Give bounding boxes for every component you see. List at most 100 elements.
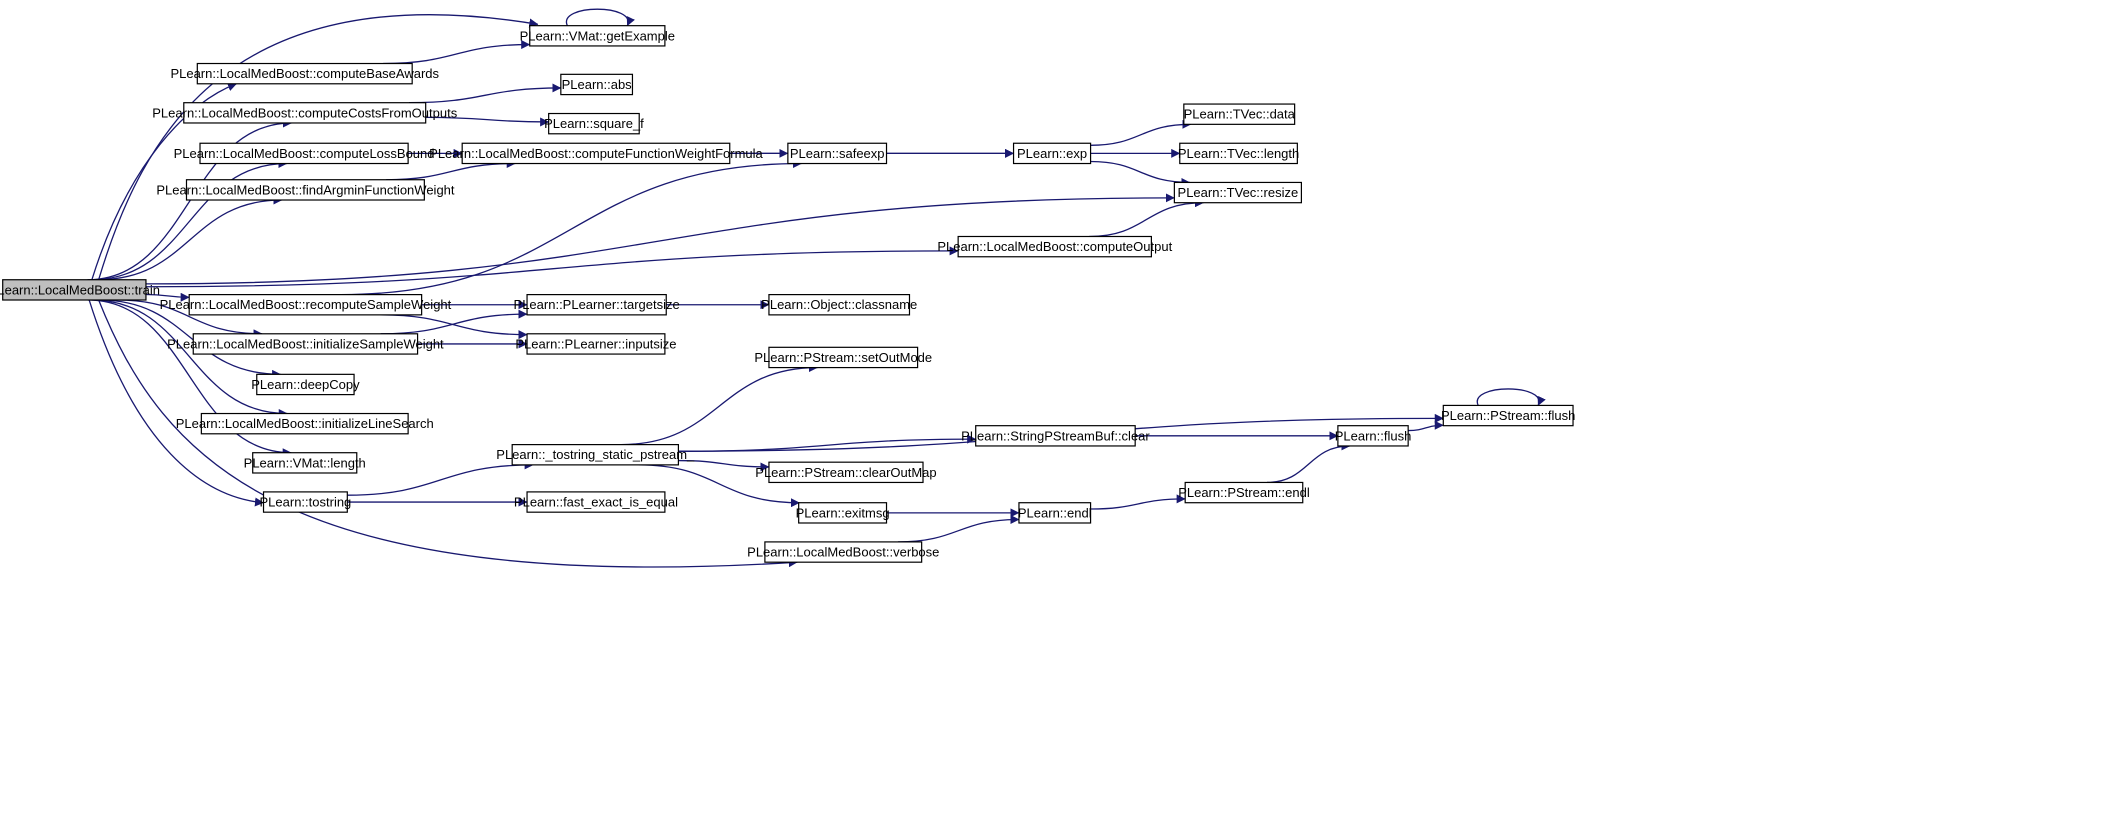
node-label: PLearn::PStream::endl: [1178, 485, 1310, 500]
node-box: [798, 502, 888, 524]
node-box: [1184, 481, 1304, 504]
node-box: [526, 294, 667, 316]
edge-train-to-deepCopy: [99, 299, 282, 379]
edge-recomputeSampleWeight-to-safeexp: [341, 159, 803, 296]
node-abs[interactable]: PLearn::abs: [560, 73, 634, 96]
edge-PStream_endl-to-flush: [1267, 441, 1351, 484]
node-deepCopy[interactable]: PLearn::deepCopy: [251, 373, 360, 396]
node-safeexp[interactable]: PLearn::safeexp: [787, 142, 888, 165]
node-VMat-length[interactable]: PLearn::VMat::length: [244, 452, 366, 474]
edges-layer: [87, 8, 1546, 568]
node-label: PLearn::abs: [562, 77, 633, 92]
node-exitmsg[interactable]: PLearn::exitmsg: [796, 502, 890, 524]
edge-tostring_static_pstream-to-exitmsg: [638, 464, 800, 508]
node-box: [1173, 181, 1302, 204]
node-box: [1018, 502, 1092, 524]
node-box: [183, 102, 427, 124]
node-TVec-length[interactable]: PLearn::TVec::length: [1178, 142, 1299, 165]
edge-train-to-initializeSampleWeight: [117, 299, 263, 339]
node-tostring[interactable]: PLearn::tostring: [260, 491, 352, 513]
edge-exp-to-TVec_data: [1090, 119, 1192, 146]
edge-train-to-computeCostsFromOutputs: [87, 118, 292, 281]
edge-verbose-to-endl: [897, 514, 1020, 543]
node-box: [200, 412, 409, 435]
edge-computeCostsFromOutputs-to-abs: [408, 83, 562, 104]
node-box: [511, 444, 680, 466]
node-endl[interactable]: PLearn::endl: [1018, 502, 1092, 524]
node-square-f[interactable]: PLearn::square_f: [544, 112, 644, 135]
node-fast-exact-is-equal[interactable]: PLearn::fast_exact_is_equal: [514, 491, 678, 513]
node-box: [196, 62, 413, 85]
node-box: [526, 491, 666, 513]
edge-computeOutput-to-TVec_resize: [1089, 198, 1204, 238]
edge-tostring_static_pstream-to-StringPStreamBuf_clear: [678, 434, 977, 452]
node-computeCostsFromOutputs[interactable]: PLearn::LocalMedBoost::computeCostsFromO…: [152, 102, 458, 124]
node-exp[interactable]: PLearn::exp: [1012, 142, 1092, 165]
node-label: PLearn::LocalMedBoost::computeLossBound: [174, 146, 435, 161]
node-initializeLineSearch[interactable]: PLearn::LocalMedBoost::initializeLineSea…: [176, 412, 434, 435]
node-box: [262, 491, 348, 513]
node-label: PLearn::PStream::flush: [1441, 408, 1575, 423]
node-recomputeSampleWeight[interactable]: PLearn::LocalMedBoost::recomputeSampleWe…: [160, 294, 452, 316]
node-box: [461, 142, 731, 165]
edge-getExample-to-getExample: [565, 8, 635, 27]
edge-exp-to-TVec_resize: [1090, 160, 1191, 187]
node-inputsize[interactable]: PLearn::PLearner::inputsize: [515, 333, 677, 355]
node-tostring-static-pstream[interactable]: PLearn::_tostring_static_pstream_: [496, 444, 695, 466]
node-label: PLearn::tostring: [260, 495, 352, 510]
edge-computeBaseAwards-to-getExample: [383, 40, 531, 65]
node-box: [1337, 425, 1409, 447]
node-box: [768, 461, 924, 484]
edge-tostring_static_pstream-to-setOutMode: [621, 363, 818, 446]
node-TVec-resize[interactable]: PLearn::TVec::resize: [1173, 181, 1302, 204]
node-setOutMode[interactable]: PLearn::PStream::setOutMode: [754, 346, 932, 369]
node-PStream-flush[interactable]: PLearn::PStream::flush: [1441, 404, 1575, 427]
node-box: [975, 425, 1136, 447]
node-label: PLearn::LocalMedBoost::recomputeSampleWe…: [160, 297, 452, 312]
edge-findArgminFunctionWeight-to-computeFunctionWeightFormula: [386, 159, 516, 181]
edge-train-to-recomputeSampleWeight: [145, 292, 190, 302]
node-targetsize[interactable]: PLearn::PLearner::targetsize: [514, 294, 680, 316]
node-label: PLearn::safeexp: [790, 146, 885, 161]
node-getExample[interactable]: PLearn::VMat::getExample: [520, 25, 675, 47]
edge-endl-to-PStream_endl: [1090, 494, 1186, 510]
node-box: [1442, 404, 1574, 427]
node-PStream-endl[interactable]: PLearn::PStream::endl: [1178, 481, 1310, 504]
node-label: PLearn::LocalMedBoost::initializeSampleW…: [167, 336, 444, 351]
node-label: PLearn::deepCopy: [251, 377, 360, 392]
edge-initializeSampleWeight-to-targetsize: [380, 309, 528, 335]
node-box: [185, 179, 425, 201]
edge-train-to-computeLossBound: [91, 159, 288, 281]
node-box: [199, 142, 409, 165]
node-computeOutput[interactable]: PLearn::LocalMedBoost::computeOutput: [937, 235, 1173, 258]
node-label: PLearn::Object::classname: [761, 297, 917, 312]
nodes-layer: PLearn::LocalMedBoost::trainPLearn::VMat…: [0, 25, 1575, 563]
node-box: [252, 452, 358, 474]
node-box: [764, 541, 923, 563]
node-train[interactable]: PLearn::LocalMedBoost::train: [0, 279, 160, 301]
node-computeFunctionWeightFormula[interactable]: PLearn::LocalMedBoost::computeFunctionWe…: [429, 142, 764, 165]
node-box: [768, 294, 911, 316]
node-findArgminFunctionWeight[interactable]: PLearn::LocalMedBoost::findArgminFunctio…: [156, 179, 455, 201]
edge-computeCostsFromOutputs-to-square_f: [425, 116, 550, 127]
node-box: [188, 294, 423, 316]
node-classname[interactable]: PLearn::Object::classname: [761, 294, 917, 316]
node-flush[interactable]: PLearn::flush: [1335, 425, 1412, 447]
edge-train-to-computeBaseAwards: [91, 82, 237, 280]
edge-tostring_static_pstream-to-clearOutMap: [678, 459, 770, 472]
edge-flush-to-PStream_flush: [1408, 420, 1444, 432]
node-initializeSampleWeight[interactable]: PLearn::LocalMedBoost::initializeSampleW…: [167, 333, 444, 355]
node-computeLossBound[interactable]: PLearn::LocalMedBoost::computeLossBound: [174, 142, 435, 165]
node-clearOutMap[interactable]: PLearn::PStream::clearOutMap: [755, 461, 937, 484]
node-label: PLearn::TVec::resize: [1178, 185, 1299, 200]
node-verbose[interactable]: PLearn::LocalMedBoost::verbose: [747, 541, 939, 563]
node-TVec-data[interactable]: PLearn::TVec::data: [1183, 103, 1296, 125]
edge-recomputeSampleWeight-to-inputsize: [380, 314, 528, 340]
node-label: PLearn::exitmsg: [796, 505, 890, 520]
node-box: [1179, 142, 1298, 165]
node-computeBaseAwards[interactable]: PLearn::LocalMedBoost::computeBaseAwards: [170, 62, 440, 85]
node-StringPStreamBuf-clear[interactable]: PLearn::StringPStreamBuf::clear: [961, 425, 1150, 447]
edge-train-to-initializeLineSearch: [91, 299, 288, 419]
node-label: PLearn::VMat::getExample: [520, 28, 675, 43]
